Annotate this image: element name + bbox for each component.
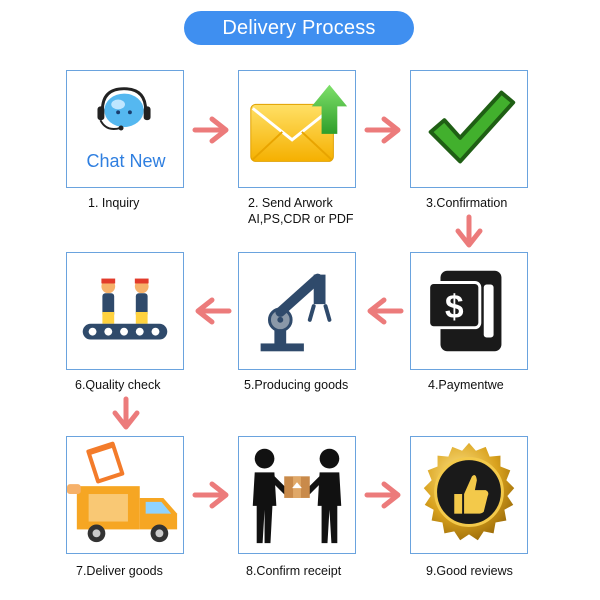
step-label-good-reviews: 9.Good reviews	[426, 564, 513, 578]
step-label-payment: 4.Paymentwe	[428, 378, 504, 392]
envelope-upload-icon	[250, 84, 348, 162]
svg-text:$: $	[445, 289, 464, 326]
arrow-down-icon	[455, 214, 483, 248]
arrow-right-icon	[192, 481, 229, 509]
step-box-inquiry: Chat New	[66, 70, 184, 188]
step-box-good-reviews	[410, 436, 528, 554]
arrow-right-icon	[364, 116, 401, 144]
delivery-truck-icon	[67, 441, 178, 543]
step-label-producing-goods: 5.Producing goods	[244, 378, 349, 392]
checkmark-icon	[428, 90, 516, 164]
step-box-confirm-receipt	[238, 436, 356, 554]
step-box-confirmation	[410, 70, 528, 188]
arrow-right-icon	[364, 481, 401, 509]
arrow-left-icon	[367, 297, 404, 325]
step-box-send-artwork	[238, 70, 356, 188]
step-label-confirmation: 3.Confirmation	[426, 196, 508, 210]
step-label-deliver-goods: 7.Deliver goods	[76, 564, 163, 578]
dollar-card-icon: $	[427, 270, 502, 352]
arrow-down-icon	[112, 396, 140, 430]
arrow-left-icon	[195, 297, 232, 325]
page-title: Delivery Process	[184, 11, 414, 45]
chat-new-text: Chat New	[86, 151, 166, 171]
robot-arm-icon	[260, 273, 332, 352]
step-box-payment: $	[410, 252, 528, 370]
step-box-quality-check	[66, 252, 184, 370]
step-label-confirm-receipt: 8.Confirm receipt	[246, 564, 342, 578]
arrow-right-icon	[192, 116, 229, 144]
step-label-inquiry: 1. Inquiry	[88, 196, 140, 210]
chat-headset-icon	[97, 87, 151, 131]
thumbs-up-seal-icon	[423, 442, 515, 541]
step-label-send-artwork: 2. Send Arwork AI,PS,CDR or PDF	[248, 196, 354, 226]
people-handover-box-icon	[252, 448, 342, 544]
conveyor-workers-icon	[82, 278, 168, 340]
step-label-quality-check: 6.Quality check	[75, 378, 161, 392]
step-box-deliver-goods	[66, 436, 184, 554]
step-box-producing-goods	[238, 252, 356, 370]
